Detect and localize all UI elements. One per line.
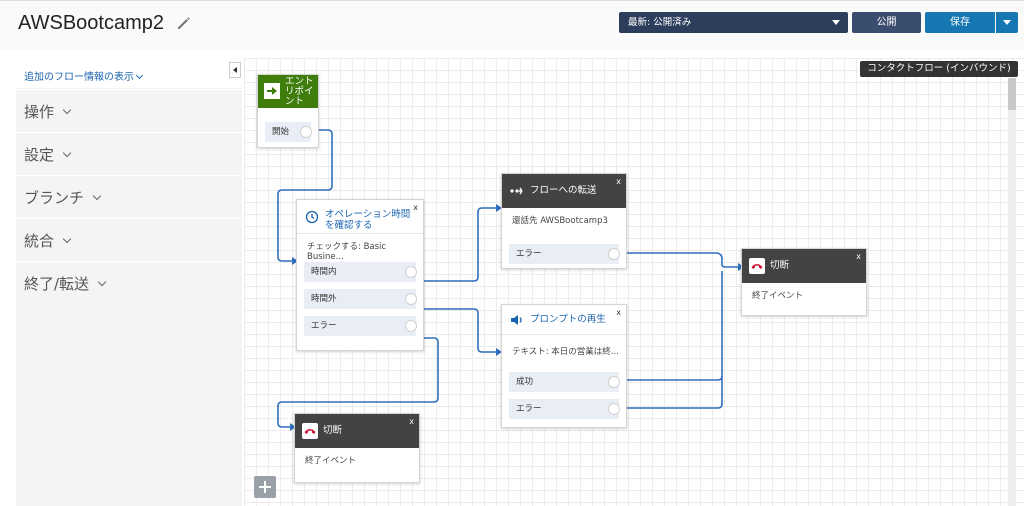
output-port[interactable] xyxy=(405,266,417,278)
chevron-down-icon xyxy=(62,148,72,158)
version-select[interactable]: 最新: 公開済み xyxy=(619,12,848,33)
phone-hangup-icon xyxy=(749,258,765,274)
branch-out-of-hours[interactable]: 時間外 xyxy=(304,289,417,309)
category-label: 操作 xyxy=(24,103,55,121)
close-icon[interactable]: x xyxy=(856,252,861,261)
entry-arrow-icon xyxy=(264,83,280,99)
save-options-button[interactable] xyxy=(996,12,1018,33)
collapse-sidebar-button[interactable] xyxy=(229,62,241,78)
branch-label: 時間内 xyxy=(311,267,337,277)
branch-label: エラー xyxy=(516,249,542,259)
branch-error[interactable]: エラー xyxy=(509,244,620,264)
category-integrate[interactable]: 統合 xyxy=(16,218,242,260)
close-icon[interactable]: x xyxy=(616,308,621,317)
play-prompt-body: テキスト: 本日の営業は終... xyxy=(512,347,619,357)
close-icon[interactable]: x xyxy=(409,417,414,426)
entry-point-block[interactable]: エントリポイント 開始 xyxy=(257,74,319,148)
disconnect-body: 終了イベント xyxy=(752,291,804,301)
pencil-icon[interactable] xyxy=(176,15,192,31)
chevron-down-icon xyxy=(97,277,107,287)
block-library-sidebar: 追加のフロー情報の表示 操作 設定 ブランチ 統合 終了/転送 xyxy=(16,62,242,506)
transfer-title: フローへの転送 xyxy=(530,185,597,196)
phone-hangup-icon xyxy=(302,423,318,439)
output-port[interactable] xyxy=(608,248,620,260)
category-branch[interactable]: ブランチ xyxy=(16,175,242,217)
branch-label: エラー xyxy=(516,404,542,414)
check-hours-title: オペレーション時間を確認する xyxy=(325,209,411,231)
check-hours-header: オペレーション時間を確認する x xyxy=(297,200,423,234)
chevron-down-icon xyxy=(62,234,72,244)
clock-icon xyxy=(305,210,319,224)
transfer-icon xyxy=(510,187,523,195)
transfer-body: 還話先 AWSBootcamp3 xyxy=(512,216,608,226)
disconnect-title: 切断 xyxy=(770,260,790,271)
speaker-icon xyxy=(511,315,522,325)
branch-success[interactable]: 成功 xyxy=(509,372,620,392)
disconnect-block-right[interactable]: 切断 x 終了イベント xyxy=(741,248,867,316)
chevron-down-icon xyxy=(832,20,840,25)
transfer-to-flow-block[interactable]: フローへの転送 x 還話先 AWSBootcamp3 エラー xyxy=(501,173,627,269)
category-label: ブランチ xyxy=(24,189,85,207)
version-select-label: 最新: 公開済み xyxy=(628,17,692,28)
category-label: 設定 xyxy=(24,146,55,164)
play-prompt-header: プロンプトの再生 x xyxy=(502,305,626,335)
branch-label: 成功 xyxy=(516,377,534,387)
branch-error[interactable]: エラー xyxy=(509,399,620,419)
flow-type-badge: コンタクトフロー (インバウンド) xyxy=(860,61,1018,77)
play-prompt-title: プロンプトの再生 xyxy=(530,314,606,325)
transfer-header: フローへの転送 x xyxy=(502,174,626,208)
chevron-down-icon xyxy=(62,105,72,115)
output-port[interactable] xyxy=(300,126,312,138)
branch-start[interactable]: 開始 xyxy=(265,122,312,142)
branch-label: エラー xyxy=(311,321,337,331)
category-set[interactable]: 設定 xyxy=(16,132,242,174)
branch-error[interactable]: エラー xyxy=(304,316,417,336)
check-hours-block[interactable]: オペレーション時間を確認する x チェックする: Basic Busine...… xyxy=(296,199,424,351)
plus-icon[interactable] xyxy=(254,476,276,498)
disconnect-header: 切断 x xyxy=(295,414,419,448)
disconnect-title: 切断 xyxy=(323,425,343,436)
close-icon[interactable]: x xyxy=(616,177,621,186)
output-port[interactable] xyxy=(405,293,417,305)
output-port[interactable] xyxy=(608,376,620,388)
save-button[interactable]: 保存 xyxy=(925,12,995,33)
close-icon[interactable]: x xyxy=(413,203,418,212)
more-flow-info-link[interactable]: 追加のフロー情報の表示 xyxy=(16,62,242,88)
branch-in-hours[interactable]: 時間内 xyxy=(304,262,417,282)
chevron-down-icon xyxy=(135,71,144,80)
entry-point-title: エントリポイント xyxy=(285,76,314,107)
category-interact[interactable]: 操作 xyxy=(16,89,242,131)
branch-label: 開始 xyxy=(272,127,290,137)
canvas-scrollbar[interactable] xyxy=(1008,78,1016,506)
check-hours-body: チェックする: Basic Busine... xyxy=(307,242,387,262)
more-flow-info-label: 追加のフロー情報の表示 xyxy=(24,72,134,83)
chevron-down-icon xyxy=(92,191,102,201)
canvas-scrollbar-thumb[interactable] xyxy=(1008,78,1016,110)
output-port[interactable] xyxy=(608,403,620,415)
category-label: 統合 xyxy=(24,232,55,250)
disconnect-block-bottom[interactable]: 切断 x 終了イベント xyxy=(294,413,420,483)
branch-label: 時間外 xyxy=(311,294,337,304)
disconnect-header: 切断 x xyxy=(742,249,866,283)
entry-point-header: エントリポイント xyxy=(258,75,318,108)
play-prompt-block[interactable]: プロンプトの再生 x テキスト: 本日の営業は終... 成功 エラー xyxy=(501,304,627,428)
flow-title: AWSBootcamp2 xyxy=(18,12,164,34)
category-label: 終了/転送 xyxy=(24,275,90,293)
category-terminate[interactable]: 終了/転送 xyxy=(16,261,242,303)
publish-button[interactable]: 公開 xyxy=(852,12,921,33)
disconnect-body: 終了イベント xyxy=(305,456,357,466)
output-port[interactable] xyxy=(405,320,417,332)
